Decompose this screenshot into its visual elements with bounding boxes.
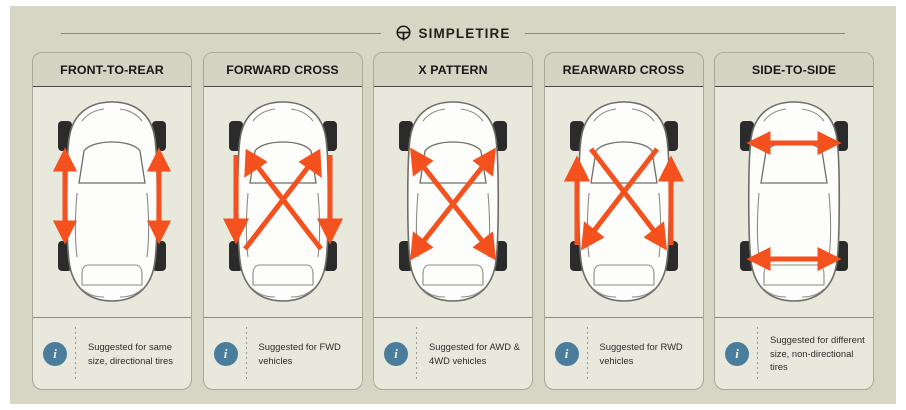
footer-divider [586,326,588,381]
rotation-arrows [563,147,684,251]
pattern-card-rearward-cross[interactable]: REARWARD CROSS [543,52,704,390]
car-diagram-x-pattern [399,101,507,302]
info-icon[interactable]: i [213,341,238,366]
card-footer: i Suggested for same size, directional t… [33,317,191,389]
footer-divider [416,326,417,381]
info-icon[interactable]: i [725,341,749,366]
card-footer: i Suggested for RWD vehicles [544,317,703,389]
info-icon[interactable]: i [43,341,67,366]
card-header: SIDE-TO-SIDE [715,53,873,87]
pattern-card-front-to-rear[interactable]: FRONT-TO-REAR [32,52,192,390]
card-title: REARWARD CROSS [562,62,685,77]
brand-name: SIMPLETIRE [418,25,511,41]
car-top-view [58,101,166,302]
car-diagram-rearward-cross [563,101,684,302]
suggestion-note: Suggested for AWD & 4WD vehicles [429,341,520,366]
card-title: FORWARD CROSS [226,62,339,77]
rotation-arrows [222,148,343,251]
brand-lockup: SIMPLETIRE [395,24,511,42]
header-rule-left [61,32,382,34]
info-icon[interactable]: i [384,341,408,366]
card-header: FRONT-TO-REAR [33,53,191,87]
card-title: SIDE-TO-SIDE [751,62,837,77]
footer-divider [245,326,247,381]
rotation-arrows [410,147,496,261]
card-header: X PATTERN [374,53,532,87]
card-diagram-area [204,87,362,317]
footer-divider [75,326,76,381]
card-diagram-area [545,87,703,317]
card-title: FRONT-TO-REAR [60,62,164,77]
pattern-card-x-pattern[interactable]: X PATTERN [373,52,533,390]
card-header: FORWARD CROSS [203,53,362,87]
card-diagram-area [715,87,873,317]
simpletire-logo-icon [395,24,412,42]
car-diagram-side-to-side [740,101,848,302]
header-rule-right [524,32,845,34]
rotation-arrows [746,130,842,272]
card-footer: i Suggested for FWD vehicles [203,317,362,389]
car-top-view [740,101,848,302]
footer-divider [757,326,758,381]
car-diagram-forward-cross [222,101,343,302]
car-diagram-front-to-rear [52,101,172,302]
suggestion-note: Suggested for FWD vehicles [258,341,341,366]
suggestion-note: Suggested for same size, directional tir… [88,341,173,366]
card-footer: i Suggested for AWD & 4WD vehicles [374,317,532,389]
card-diagram-area [33,87,191,317]
card-footer: i Suggested for different size, non-dire… [715,317,873,389]
pattern-card-forward-cross[interactable]: FORWARD CROSS [202,52,363,390]
brand-header: SIMPLETIRE [10,22,896,44]
suggestion-note: Suggested for RWD vehicles [599,341,683,366]
car-top-view [569,101,678,302]
card-title: X PATTERN [418,62,488,77]
card-header: REARWARD CROSS [544,53,703,87]
rotation-arrows [52,147,172,245]
card-diagram-area [374,87,532,317]
rotation-pattern-cards: FRONT-TO-REAR [32,52,874,390]
suggestion-note: Suggested for different size, non-direct… [770,334,865,373]
pattern-card-side-to-side[interactable]: SIDE-TO-SIDE [714,52,874,390]
tire-rotation-infographic: SIMPLETIRE FRONT-TO-REAR [10,6,896,404]
info-icon[interactable]: i [554,341,579,366]
